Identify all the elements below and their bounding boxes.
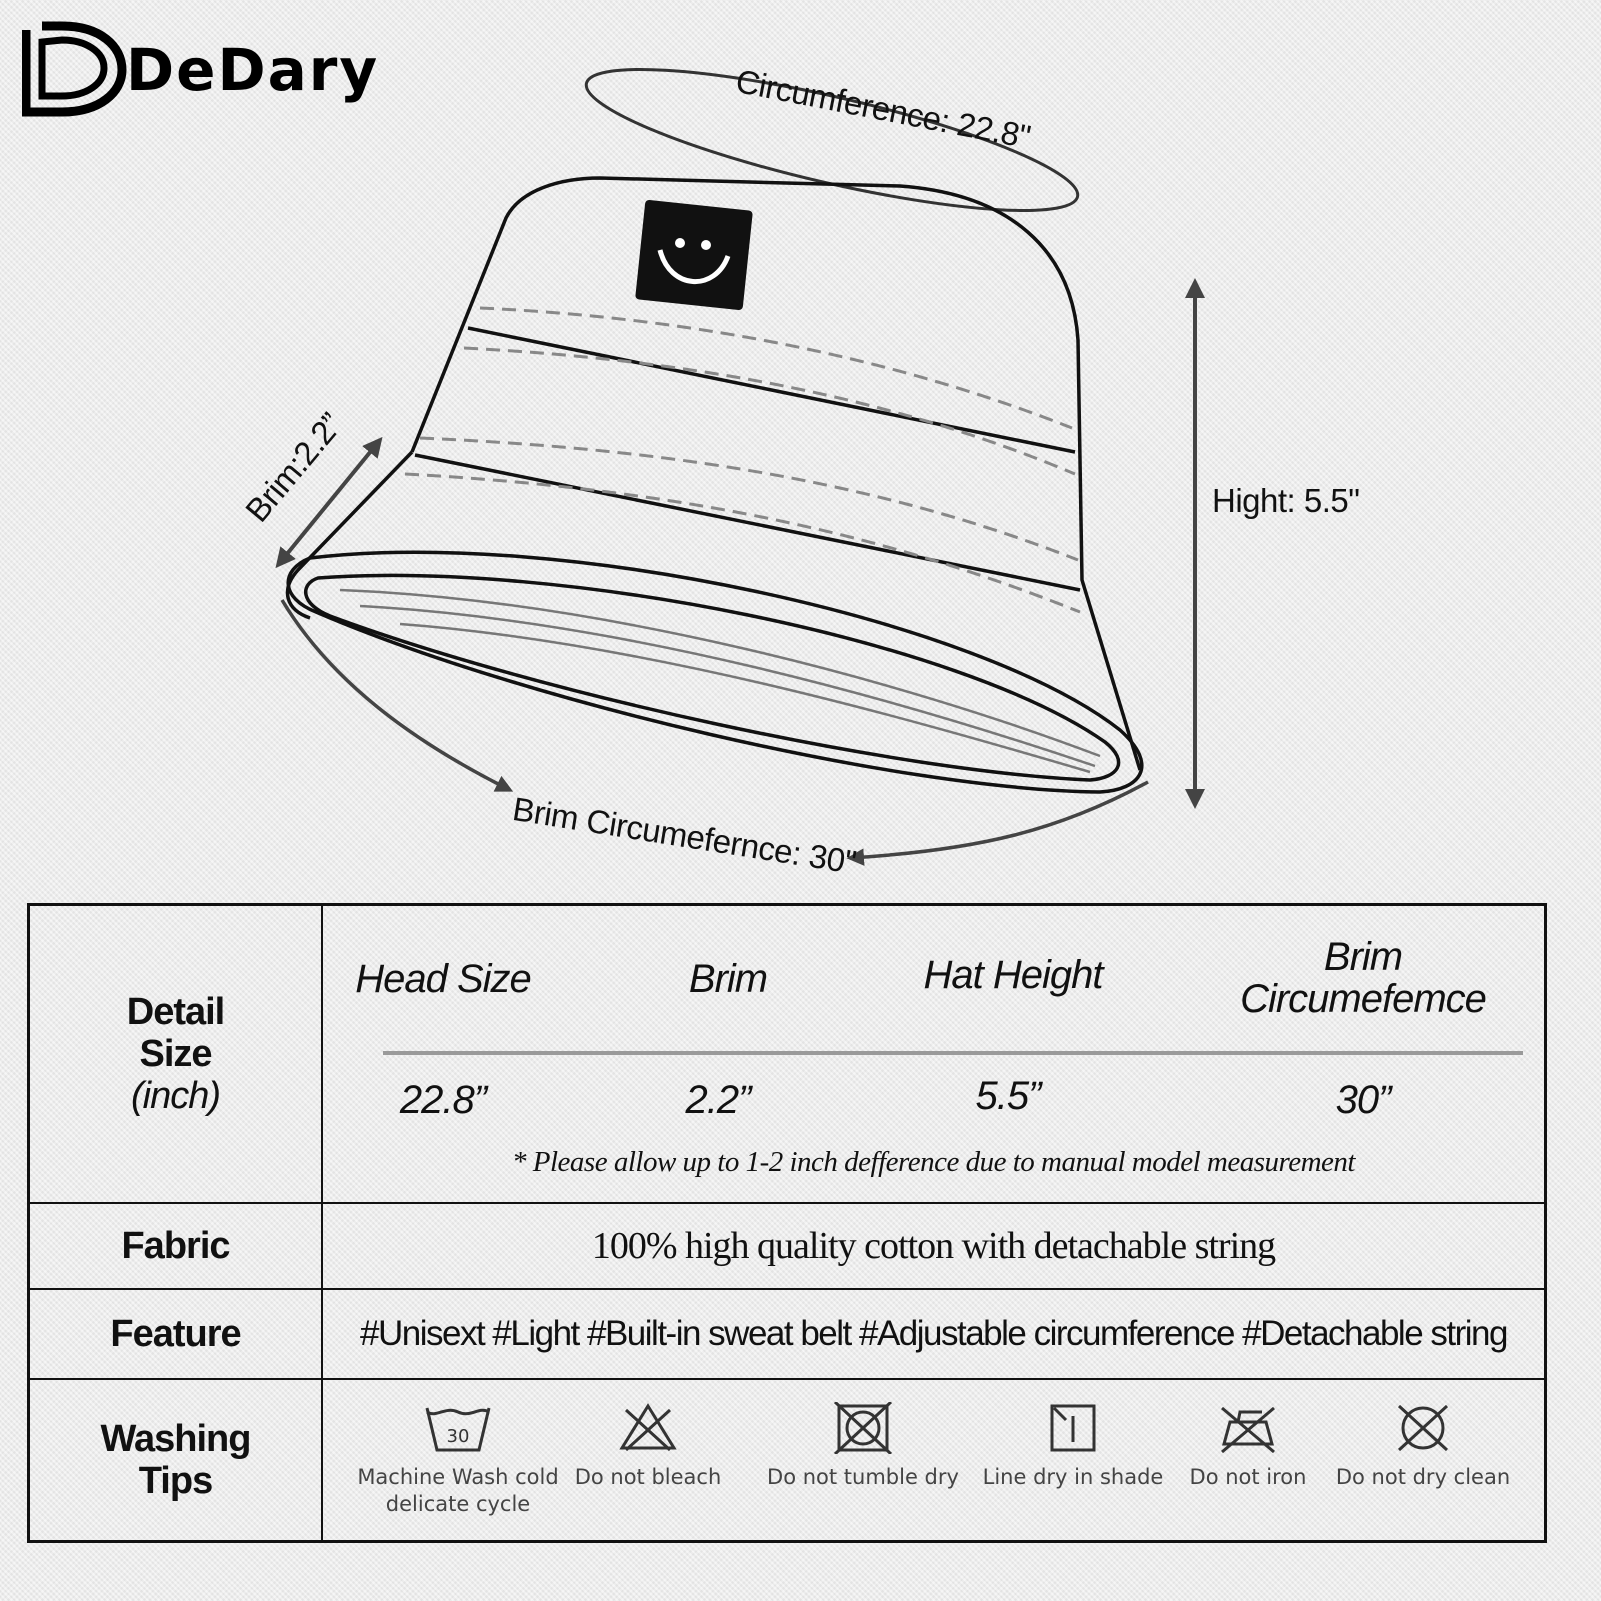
feature-label: Feature [30,1290,323,1378]
hat-diagram [275,68,1205,866]
feature-text: #Unisext #Light #Built-in sweat belt #Ad… [360,1314,1508,1353]
wash-tip-no-tumble-dry: Do not tumble dry [733,1402,993,1491]
column-header-head-size: Head Size [355,957,532,1001]
hat-brim [286,550,1144,794]
smiley-patch-icon [635,200,753,310]
brim-stitching [339,588,1101,774]
hat-stitching [404,306,1081,614]
height-label: Hight: 5.5" [1212,482,1360,519]
no-iron-icon [1221,1406,1275,1454]
crown-circumference-ring [584,68,1080,212]
brim-circumference-arrow-left [280,599,514,792]
line-dry-shade-icon [1050,1404,1096,1452]
wash-30-icon: 30 [425,1407,491,1452]
value-brim: 2.2” [685,1078,752,1122]
no-dry-clean-icon [1397,1404,1449,1452]
header-divider [383,1051,1523,1055]
column-header-hat-height: Hat Height [923,953,1104,997]
feature-row: Feature #Unisext #Light #Built-in sweat … [30,1290,1544,1380]
value-head-size: 22.8” [399,1078,487,1122]
wash-tip-machine-wash: 30 Machine Wash cold delicate cycle [343,1402,573,1518]
fabric-label: Fabric [30,1204,323,1288]
washing-row: Washing Tips 30 Machine Wash cold delica… [30,1380,1544,1540]
measurement-note: * Please allow up to 1-2 inch defference… [512,1146,1355,1178]
no-tumble-dry-icon [833,1402,893,1454]
brim-circumference-arrow-right [846,780,1149,866]
no-bleach-icon [619,1403,677,1452]
dedary-logo-icon [22,21,127,117]
wash-tip-line-dry-shade: Line dry in shade [963,1402,1183,1491]
brim-arrow [275,436,383,569]
wash-tip-no-dry-clean: Do not dry clean [1313,1402,1533,1491]
fabric-text: 100% high quality cotton with detachable… [591,1225,1276,1267]
spec-table: Detail Size (inch) Head Size Brim Hat He… [27,903,1547,1543]
column-header-brim-circumference: Brim Circumefemce [1240,935,1487,1021]
brand-name: DeDary [126,36,380,104]
wash-tip-no-bleach: Do not bleach [548,1402,748,1491]
washing-tips: 30 Machine Wash cold delicate cycle Do n… [323,1380,1544,1540]
value-hat-height: 5.5” [975,1074,1042,1118]
detail-size-label: Detail Size (inch) [30,906,323,1202]
column-header-brim: Brim [688,957,768,1001]
wash-tip-no-iron: Do not iron [1153,1402,1343,1491]
hat-crown [285,176,1142,771]
detail-size-content: Head Size Brim Hat Height Brim Circumefe… [323,906,1544,1202]
washing-label: Washing Tips [30,1380,323,1540]
fabric-row: Fabric 100% high quality cotton with det… [30,1204,1544,1290]
svg-text:30: 30 [447,1426,470,1447]
value-brim-circumference: 30” [1335,1078,1392,1122]
detail-size-row: Detail Size (inch) Head Size Brim Hat He… [30,906,1544,1204]
